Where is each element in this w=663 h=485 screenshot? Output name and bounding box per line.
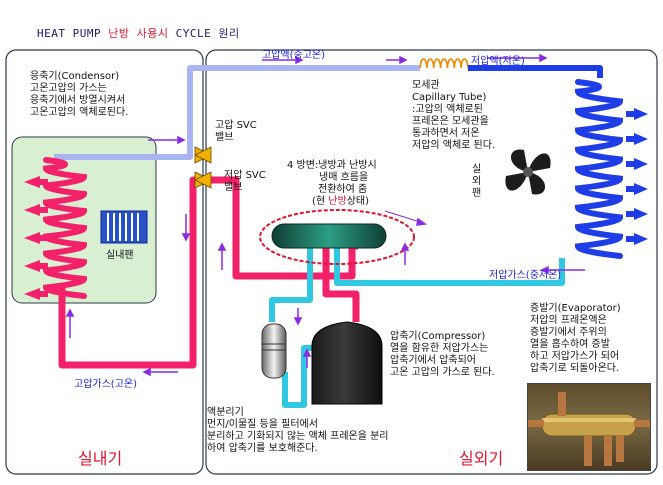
condenser-label: 응축기(Condensor) 고온고압의 가스는 응축기에서 방열시켜서 고온고…	[30, 71, 129, 118]
accumulator-icon	[261, 323, 287, 379]
indoor-unit-panel	[5, 49, 204, 475]
high-svc-valve-icon	[194, 146, 212, 164]
outdoor-fan-icon	[505, 149, 551, 195]
indoor-heat-arrows	[24, 176, 48, 300]
four-way-valve-label-2: 냉매 흐름을	[319, 172, 369, 183]
high-pressure-liquid-pipe	[54, 65, 420, 160]
condenser-coil	[42, 157, 88, 299]
high-pressure-gas-label: 고압가스(고온)	[74, 379, 138, 390]
low-pressure-gas-label: 저압가스(중저온)	[489, 270, 562, 281]
outdoor-fan-label: 실 외 팬	[472, 164, 482, 199]
evaporator-coil	[574, 79, 624, 259]
four-way-valve-photo	[527, 383, 651, 471]
evaporator-label: 증발기(Evaporator) 저압의 프레온액은 증발기에서 주위의 열을 흡…	[530, 303, 621, 374]
accumulator-to-compressor-pipe	[282, 345, 312, 408]
low-svc-valve-icon	[194, 171, 212, 189]
four-way-valve-label-4: (현 난방상태)	[312, 196, 369, 207]
outdoor-unit-label: 실외기	[459, 449, 504, 468]
capillary-tube	[419, 58, 469, 69]
outdoor-unit-panel	[205, 49, 658, 475]
high-svc-valve-label: 고압 SVC 밸브	[215, 120, 257, 143]
compressor-icon	[311, 321, 383, 405]
four-way-valve	[271, 223, 387, 249]
indoor-fan-label: 실내팬	[106, 250, 134, 261]
four-way-valve-label-1: 4 방변:냉방과 난방시	[287, 160, 377, 171]
outdoor-air-arrows	[626, 108, 648, 245]
indoor-unit-label: 실내기	[78, 449, 123, 468]
low-pressure-liquid-label: 저압액(저온)	[471, 56, 525, 67]
indoor-fan-icon	[100, 210, 148, 244]
high-pressure-gas-pipe	[58, 176, 358, 369]
compressor-discharge-pipe	[322, 246, 360, 322]
low-pressure-liquid-pipe	[468, 65, 603, 78]
low-svc-valve-label: 저압 SVC 밸브	[224, 170, 266, 193]
high-pressure-liquid-label: 고압액(중고온)	[262, 50, 326, 61]
valve-to-accumulator-pipe	[269, 247, 313, 322]
four-way-valve-highlight	[259, 209, 415, 265]
indoor-unit-body	[11, 136, 157, 304]
diagram-title: HEAT PUMP 난방 사용시 CYCLE 원리	[37, 27, 240, 40]
compressor-label: 압축기(Compressor) 열을 함유한 저압가스는 압축기에서 압축되어 …	[390, 331, 495, 378]
four-way-valve-label-3: 전환하여 줌	[318, 184, 368, 195]
accumulator-label: 액분리기 먼지/이물질 등을 필터에서 분리하고 기화되지 않는 액체 프레온을…	[207, 407, 389, 454]
capillary-tube-label: 모세관 Capillary Tube) :고압의 액체로된 프레온은 모세관을 …	[412, 80, 496, 151]
flow-arrows	[65, 53, 585, 377]
